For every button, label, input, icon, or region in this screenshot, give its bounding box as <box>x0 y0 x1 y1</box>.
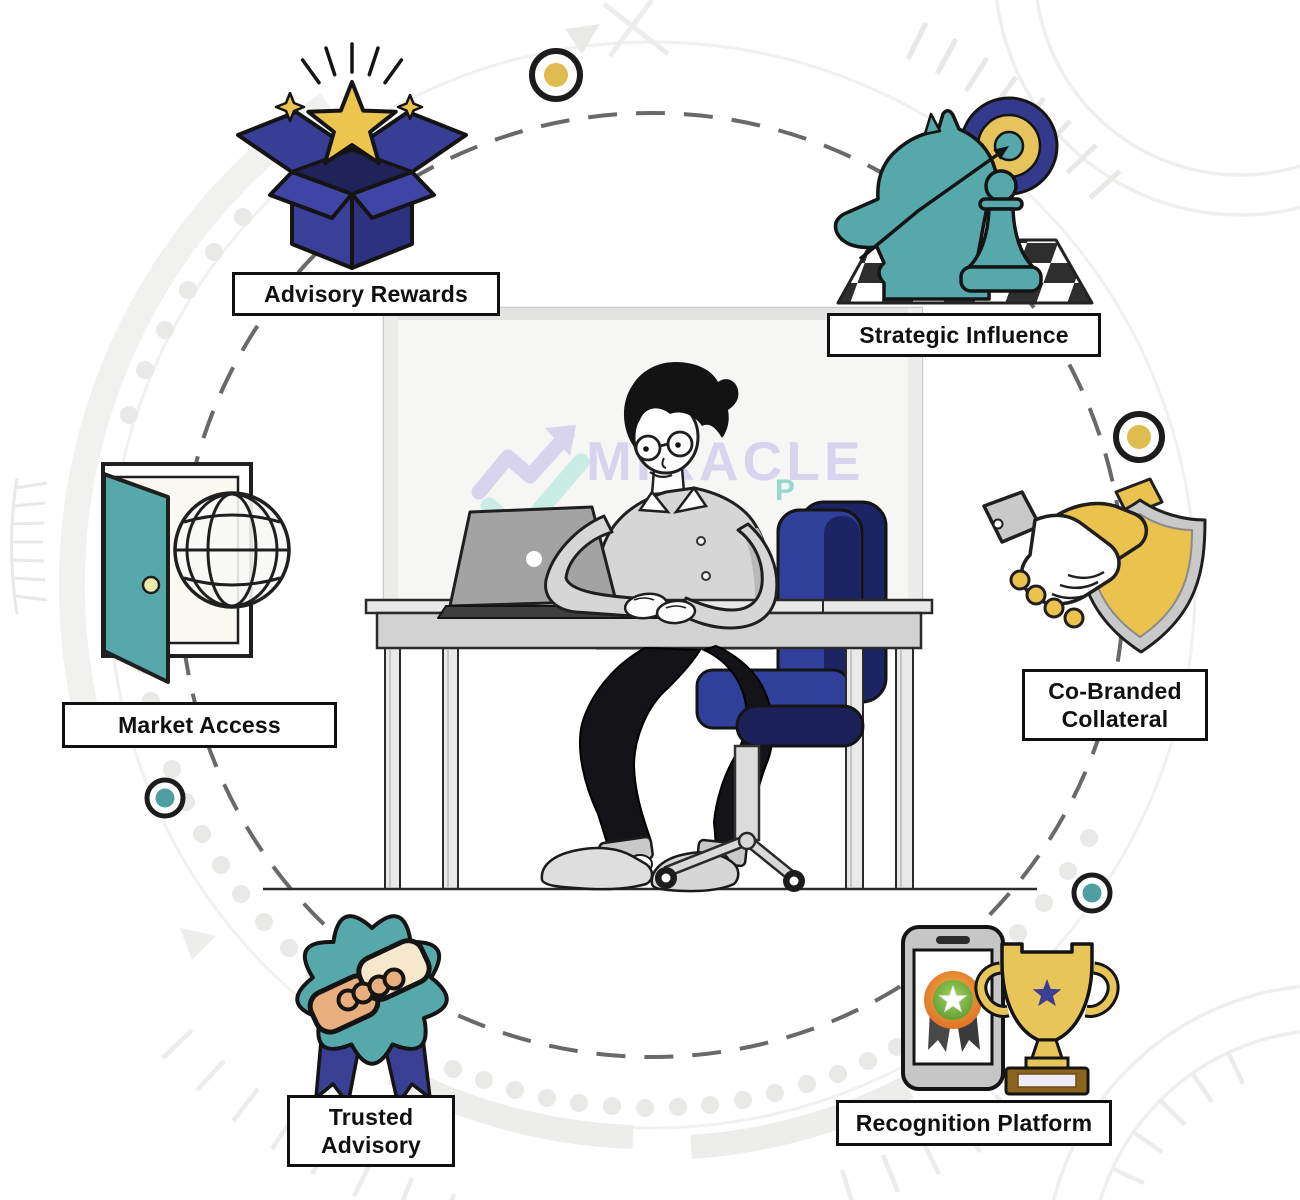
watermark-logo-icon: MIRACLE P <box>471 425 865 543</box>
pawn-piece <box>959 169 1043 293</box>
teal-dot-marker-left <box>144 777 186 819</box>
handshake-rosette-icon <box>295 914 449 1106</box>
benefit-label-trusted-advisory: Trusted Advisory <box>287 1095 455 1167</box>
teal-dot-marker-bottom-right <box>1071 872 1113 914</box>
watermark-sub-text: P <box>775 474 795 507</box>
center-illustration: MIRACLE P <box>263 306 1037 893</box>
gold-dot-marker-right <box>1113 411 1165 463</box>
benefit-label-advisory-rewards: Advisory Rewards <box>232 272 500 316</box>
accent-dots <box>144 48 1165 914</box>
chess-knight-target-icon <box>833 96 1094 305</box>
gift-box-star-icon <box>236 42 468 270</box>
open-door-globe-icon <box>101 462 291 684</box>
office-chair-front <box>655 704 865 892</box>
hair <box>623 362 739 447</box>
benefit-label-strategic-influence: Strategic Influence <box>827 313 1101 357</box>
trophy-icon <box>974 942 1120 1096</box>
star-icon <box>306 80 398 166</box>
globe-icon <box>173 491 291 609</box>
handshake-shield-icon <box>982 477 1207 654</box>
advisor-arms <box>544 514 779 630</box>
gold-dot-marker-top <box>529 48 583 102</box>
door-knob <box>141 575 161 595</box>
benefit-label-recognition-platform: Recognition Platform <box>836 1100 1112 1146</box>
watermark-brand-text: MIRACLE <box>586 430 865 492</box>
benefit-label-market-access: Market Access <box>62 702 337 748</box>
background-decor <box>10 0 1300 1200</box>
benefit-label-co-branded-collateral: Co-Branded Collateral <box>1022 669 1208 741</box>
phone-medal-trophy-icon <box>901 925 1120 1096</box>
door-panel <box>102 472 170 684</box>
